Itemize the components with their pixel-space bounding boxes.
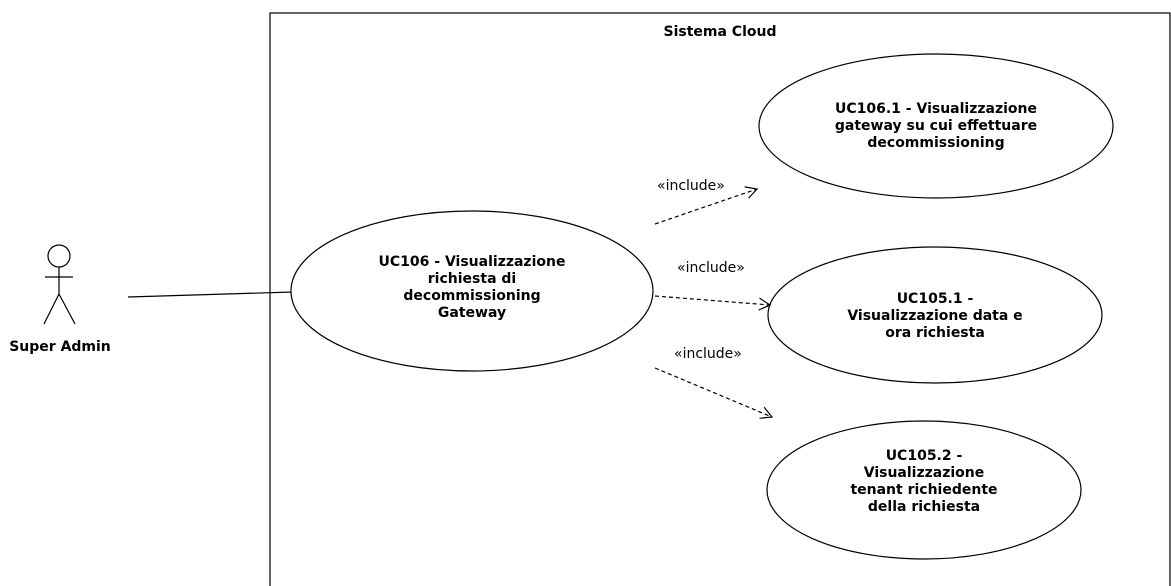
use-case-uc106-1-ellipse[interactable]: [758, 53, 1114, 199]
use-case-line: UC106 - Visualizzazione: [378, 254, 566, 270]
use-case-uc106-ellipse[interactable]: [290, 210, 654, 372]
actor-icon: [43, 244, 76, 325]
use-case-line: decommissioning: [403, 288, 541, 304]
association-line: [127, 291, 294, 298]
use-case-line: UC105.2 -: [885, 448, 963, 464]
include-stereotype-label: «include»: [674, 346, 742, 362]
use-case-uc105-1-label: UC105.1 - Visualizzazione data e ora ric…: [815, 291, 1055, 342]
use-case-uc105-2-label: UC105.2 - Visualizzazione tenant richied…: [814, 448, 1034, 516]
use-case-uc105-1-ellipse[interactable]: [767, 246, 1103, 384]
use-case-line: richiesta di: [427, 271, 517, 287]
use-case-uc105-2-ellipse[interactable]: [766, 420, 1082, 560]
use-case-line: decommissioning: [867, 135, 1005, 151]
use-case-line: tenant richiedente: [850, 482, 998, 498]
system-title: Sistema Cloud: [663, 24, 777, 40]
use-case-line: UC105.1 -: [896, 291, 974, 307]
include-arrow: [654, 186, 759, 225]
include-arrow: [654, 295, 772, 311]
use-case-uc106-1-label: UC106.1 - Visualizzazione gateway su cui…: [806, 101, 1066, 152]
include-stereotype-label: «include»: [677, 260, 745, 276]
use-case-line: Visualizzazione data e: [847, 308, 1023, 324]
use-case-line: UC106.1 - Visualizzazione: [835, 101, 1037, 117]
use-case-line: Gateway: [437, 305, 507, 321]
include-stereotype-label: «include»: [657, 178, 725, 194]
use-case-line: ora richiesta: [885, 325, 985, 341]
use-case-line: della richiesta: [867, 499, 981, 515]
use-case-uc106-label: UC106 - Visualizzazione richiesta di dec…: [352, 254, 592, 322]
use-case-line: Visualizzazione: [863, 465, 985, 481]
system-boundary: [269, 12, 1171, 586]
actor-name: Super Admin: [9, 339, 111, 355]
include-arrow: [654, 367, 774, 419]
use-case-line: gateway su cui effettuare: [834, 118, 1038, 134]
